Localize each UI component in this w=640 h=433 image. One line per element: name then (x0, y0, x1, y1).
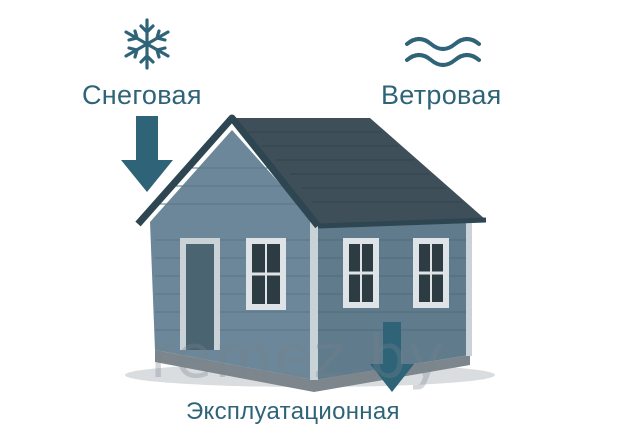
wind-waves-icon (405, 37, 481, 67)
wind-load-label: Ветровая (381, 80, 502, 110)
snow-load-arrow (121, 116, 173, 192)
watermark: remez.by (150, 322, 446, 392)
arrow-down-icon (370, 322, 414, 392)
snowflake-icon (124, 18, 170, 70)
snow-load-label: Снеговая (82, 80, 202, 110)
house (125, 114, 495, 392)
operational-load-label: Эксплуатационная (186, 398, 400, 425)
